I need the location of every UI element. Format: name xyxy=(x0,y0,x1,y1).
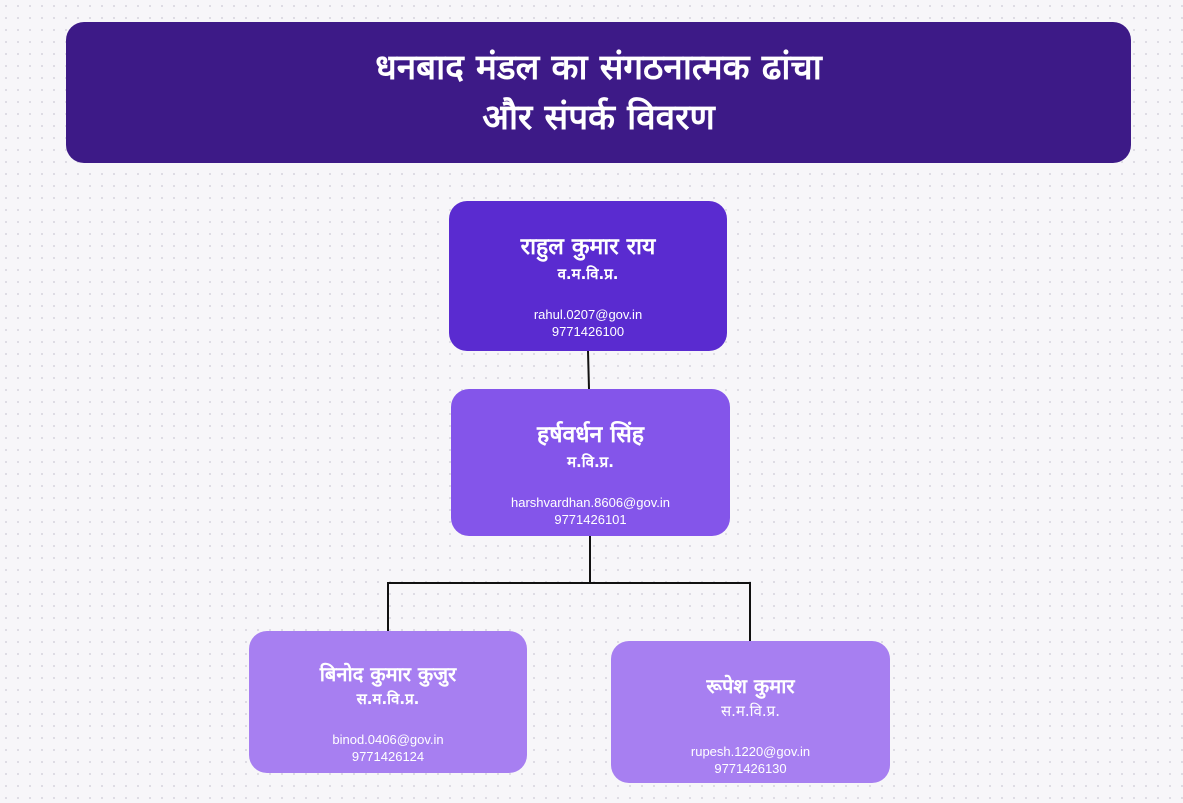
node-phone: 9771426100 xyxy=(551,324,625,339)
org-node-top: राहुल कुमार राय व.म.वि.प्र. rahul.0207@g… xyxy=(449,201,727,351)
node-name: बिनोद कुमार कुजुर xyxy=(319,662,457,686)
node-email: rahul.0207@gov.in xyxy=(533,307,643,322)
org-node-middle: हर्षवर्धन सिंह म.वि.प्र. harshvardhan.86… xyxy=(451,389,730,536)
node-designation: स.म.वि.प्र. xyxy=(356,690,420,708)
node-designation: म.वि.प्र. xyxy=(567,453,614,471)
node-name: हर्षवर्धन सिंह xyxy=(537,422,644,448)
node-name: रूपेश कुमार xyxy=(706,674,795,698)
node-email: harshvardhan.8606@gov.in xyxy=(511,495,670,510)
node-phone: 9771426130 xyxy=(714,761,787,776)
node-email: rupesh.1220@gov.in xyxy=(690,744,811,759)
node-name: राहुल कुमार राय xyxy=(520,234,656,260)
node-designation: व.म.वि.प्र. xyxy=(557,265,619,283)
node-phone: 9771426101 xyxy=(554,512,627,527)
page-title-line-2: और संपर्क विवरण xyxy=(482,97,715,138)
title-banner: धनबाद मंडल का संगठनात्मक ढांचा और संपर्क… xyxy=(66,22,1131,163)
page-title-line-1: धनबाद मंडल का संगठनात्मक ढांचा xyxy=(375,47,822,88)
connector-top-to-mid xyxy=(587,350,590,390)
node-designation: स.म.वि.प्र. xyxy=(721,702,780,720)
org-node-right: रूपेश कुमार स.म.वि.प्र. rupesh.1220@gov.… xyxy=(611,641,890,783)
org-node-left: बिनोद कुमार कुजुर स.म.वि.प्र. binod.0406… xyxy=(249,631,527,773)
node-phone: 9771426124 xyxy=(351,749,425,764)
node-email: binod.0406@gov.in xyxy=(332,732,444,747)
